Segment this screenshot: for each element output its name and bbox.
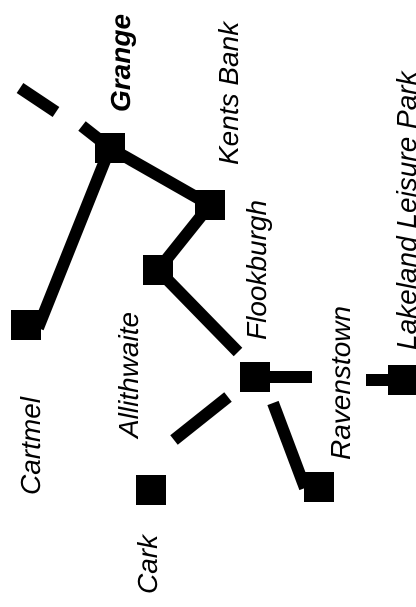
route-line-north-stub xyxy=(16,83,60,117)
station-marker-kents-bank xyxy=(195,190,225,220)
station-marker-grange xyxy=(95,133,125,163)
station-label-flookburgh: Flookburgh xyxy=(241,200,272,340)
route-line-branch-east xyxy=(267,400,311,491)
station-marker-ravenstown xyxy=(304,472,334,502)
station-marker-flookburgh xyxy=(240,362,270,392)
station-label-cartmel: Cartmel xyxy=(15,396,46,495)
station-marker-cark xyxy=(136,475,166,505)
station-label-cark: Cark xyxy=(132,533,163,594)
station-label-kents-bank: Kents Bank xyxy=(213,20,244,165)
route-line-flookburgh-cark xyxy=(170,392,232,445)
station-label-grange: Grange xyxy=(105,14,136,112)
station-marker-lakeland-leisure-park xyxy=(388,365,416,395)
station-labels: Grange Kents Bank Cartmel Allithwaite Fl… xyxy=(15,14,416,594)
station-label-ravenstown: Ravenstown xyxy=(325,306,356,460)
route-line-grange-kents-bank xyxy=(107,142,213,211)
station-label-allithwaite: Allithwaite xyxy=(113,312,144,440)
route-line-grange-cartmel xyxy=(32,145,116,331)
station-markers xyxy=(11,133,416,505)
station-label-lakeland-leisure-park: Lakeland Leisure Park xyxy=(391,69,416,350)
station-marker-cartmel xyxy=(11,310,41,340)
station-marker-allithwaite xyxy=(143,255,173,285)
